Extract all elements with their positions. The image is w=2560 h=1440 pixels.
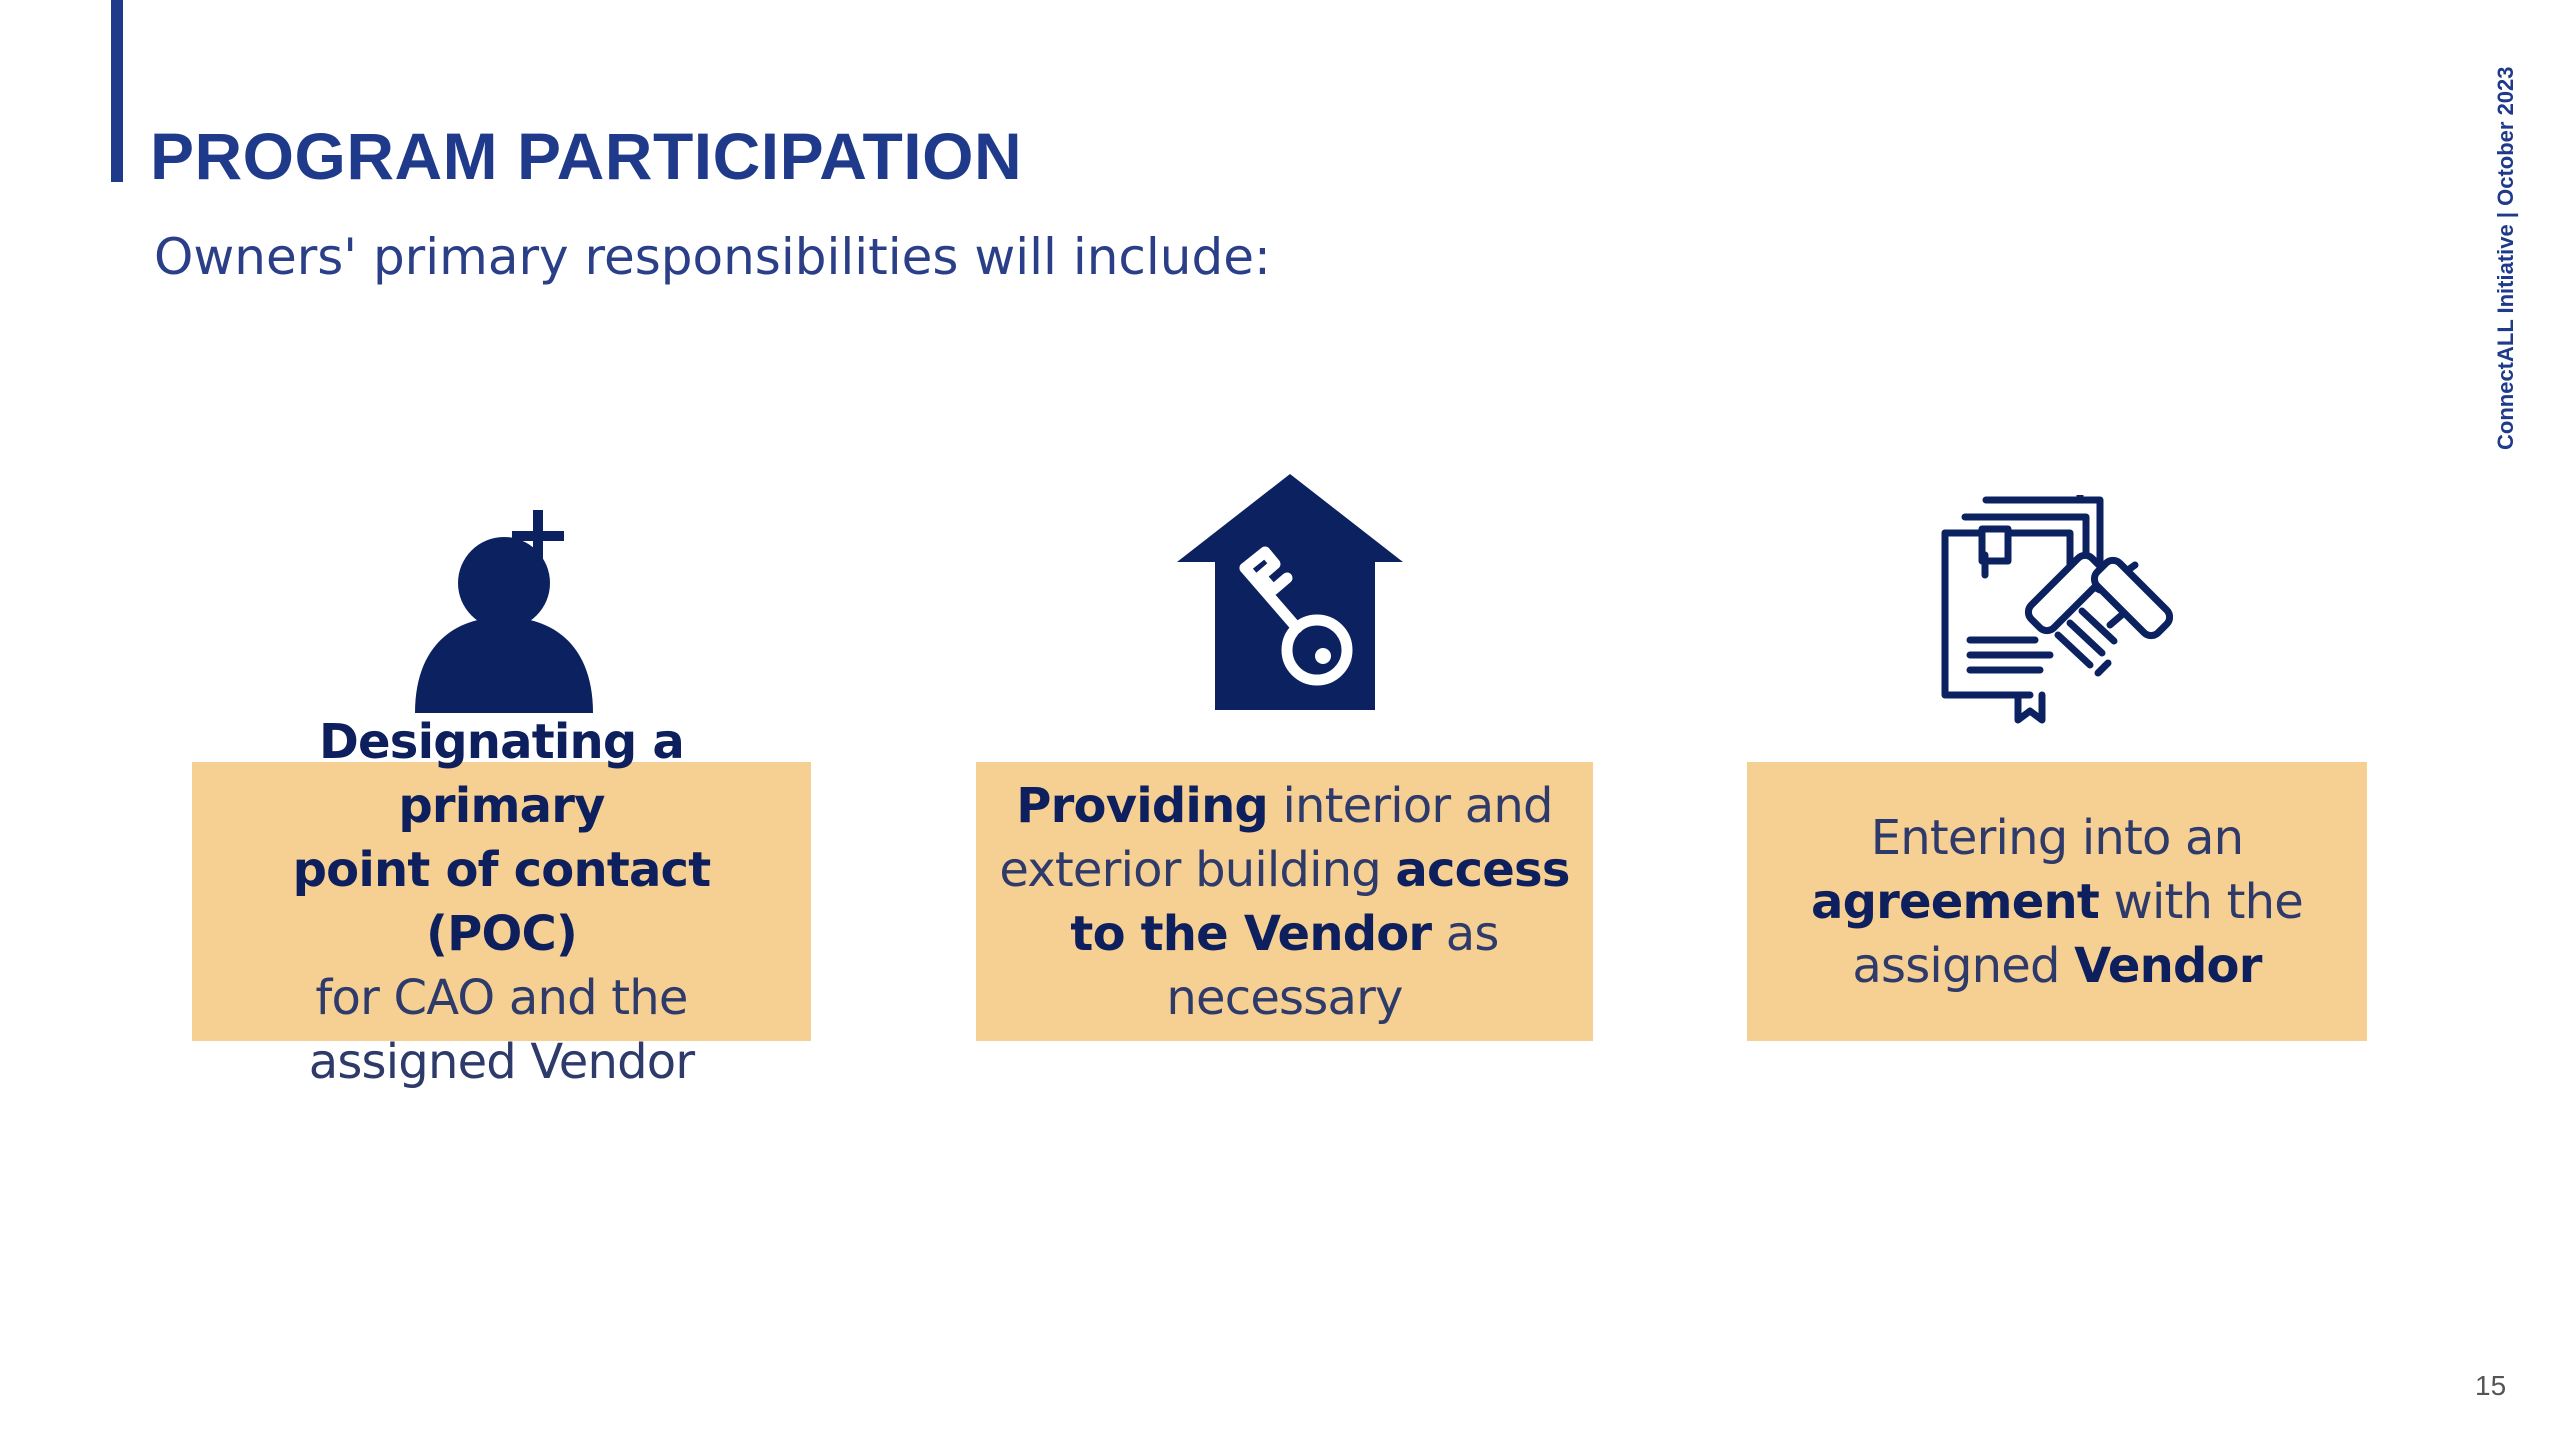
card-text-line: for CAO and the — [315, 969, 688, 1026]
card-text-bold: to the Vendor — [1070, 905, 1432, 962]
card-text: Designating a primary point of contact (… — [214, 710, 789, 1094]
agreement-handshake-icon — [1941, 495, 2174, 724]
side-label: ConnectALL Initiative | October 2023 — [2493, 66, 2518, 450]
card-text-bold: Designating a primary — [319, 713, 685, 834]
person-add-icon — [415, 510, 593, 713]
card-text-line: assigned — [1852, 937, 2075, 994]
page-number: 15 — [2475, 1370, 2507, 1401]
slide-subtitle: Owners' primary responsibilities will in… — [154, 228, 1271, 286]
card-text: Providing interior and exterior building… — [998, 774, 1571, 1030]
card-text-bold: point of contact (POC) — [292, 841, 712, 962]
card-text-line: interior and — [1268, 777, 1553, 834]
card-text-line: exterior building — [999, 841, 1396, 898]
card-text-line: with the — [2099, 873, 2304, 930]
responsibility-card-poc: Designating a primary point of contact (… — [192, 714, 811, 1090]
card-text-line: assigned Vendor — [308, 1033, 695, 1090]
card-text-line: Entering into an — [1870, 809, 2244, 866]
card-text-line: necessary — [1166, 969, 1403, 1026]
slide-title: PROGRAM PARTICIPATION — [150, 119, 1023, 193]
card-text-bold: Providing — [1016, 777, 1269, 834]
responsibility-card-access: Providing interior and exterior building… — [976, 762, 1593, 1041]
card-text-bold: Vendor — [2074, 937, 2262, 994]
responsibility-card-agreement: Entering into an agreement with the assi… — [1747, 762, 2367, 1041]
card-text: Entering into an agreement with the assi… — [1769, 806, 2345, 998]
title-accent-bar — [111, 0, 123, 182]
house-key-icon — [1177, 474, 1403, 710]
card-text-line: as — [1431, 905, 1500, 962]
card-text-bold: agreement — [1811, 873, 2100, 930]
card-text-bold: access — [1395, 841, 1570, 898]
